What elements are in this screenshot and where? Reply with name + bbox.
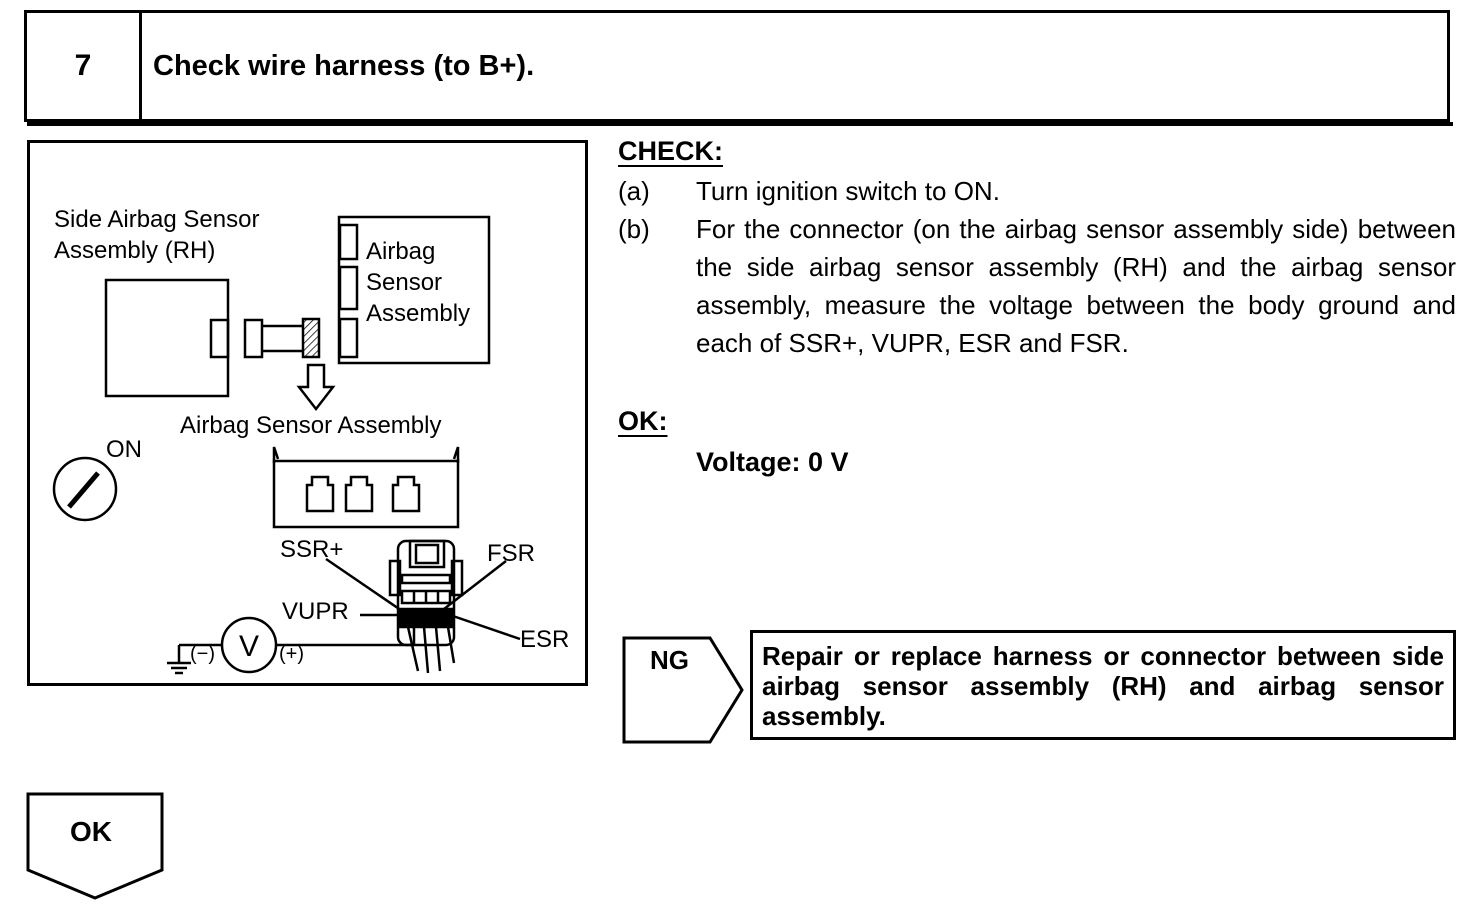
check-step-b-letter: (b) xyxy=(618,214,650,244)
sensor-box-label-3: Assembly xyxy=(366,300,471,327)
header-divider xyxy=(139,13,142,119)
step-number: 7 xyxy=(74,49,92,82)
connector-body xyxy=(272,459,460,529)
ok-heading: OK: xyxy=(618,406,668,436)
sensor-box-label-1: Airbag xyxy=(366,238,436,265)
side-sensor-label-2: Assembly (RH) xyxy=(54,237,216,264)
ng-action-box xyxy=(750,630,1456,740)
plug-hatched xyxy=(301,317,321,359)
ok-arrow-shape xyxy=(26,792,164,900)
ignition-switch xyxy=(52,456,118,522)
check-heading: CHECK: xyxy=(618,136,723,166)
pin-fsr-label: FSR xyxy=(487,540,535,567)
wiring-illustration: V Side Airbag Sensor Assembly (RH) Airba… xyxy=(27,140,588,686)
ok-flow-label: OK xyxy=(70,816,112,847)
pin-ssr-plus-label: SSR+ xyxy=(280,536,344,563)
ng-label: NG xyxy=(650,645,689,675)
wiring-diagram-svg: V xyxy=(52,215,521,675)
step-title: Check wire harness (to B+). xyxy=(153,49,535,82)
step-header: 7 Check wire harness (to B+). xyxy=(24,10,1450,122)
pin-vupr-label: VUPR xyxy=(282,598,349,625)
sensor-box-label-2: Sensor xyxy=(366,269,443,296)
meter-minus-label: (−) xyxy=(190,643,215,665)
pin-esr-label: ESR xyxy=(520,626,570,653)
voltage-spec: Voltage: 0 V xyxy=(696,447,849,477)
check-step-b-text: For the connector (on the airbag sensor … xyxy=(696,214,1456,358)
side-sensor-connector xyxy=(209,318,230,359)
check-step-a-letter: (a) xyxy=(618,176,650,206)
side-sensor-label-1: Side Airbag Sensor xyxy=(54,206,260,233)
side-sensor-box xyxy=(104,278,230,398)
meter-symbol: V xyxy=(239,630,259,663)
check-step-a-text: Turn ignition switch to ON. xyxy=(696,176,1000,206)
down-arrow xyxy=(296,363,336,412)
ng-action-text: Repair or replace harness or connector b… xyxy=(762,641,1444,731)
on-label: ON xyxy=(106,436,142,463)
plug-left xyxy=(243,318,264,359)
header-shadow xyxy=(27,122,1453,126)
meter-plus-label: (+) xyxy=(279,643,304,665)
ng-arrow-shape xyxy=(622,636,744,744)
connector-label: Airbag Sensor Assembly xyxy=(180,412,442,439)
